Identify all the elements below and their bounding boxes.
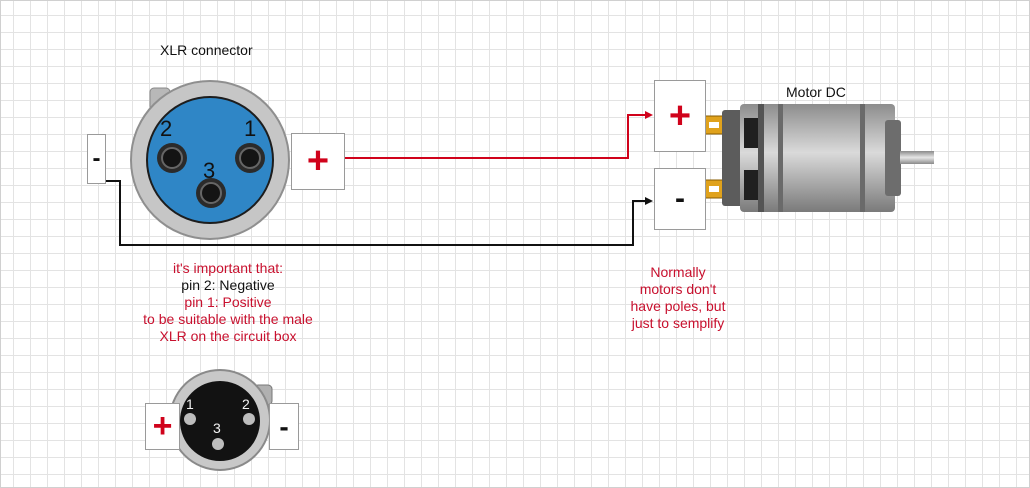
motor-note-line-3: have poles, but: [630, 298, 726, 314]
male-pin-2-label: 2: [242, 396, 250, 412]
pin-note-line-2: pin 2: Negative: [181, 277, 275, 293]
motor-note-line-1: Normally: [650, 264, 706, 280]
female-pin-3-label: 3: [203, 158, 216, 183]
negative-wire: [104, 180, 653, 246]
pin-note: it's important that: pin 2: Negative pin…: [118, 260, 338, 345]
male-xlr-connector: [169, 369, 273, 471]
male-pin-3-label: 3: [213, 420, 221, 436]
dc-motor: [704, 104, 934, 212]
motor-note: Normally motors don't have poles, but ju…: [608, 264, 748, 332]
pin-note-line-5: XLR on the circuit box: [159, 328, 297, 344]
motor-note-line-4: just to semplify: [631, 315, 725, 331]
pin-note-line-3: pin 1: Positive: [184, 294, 272, 310]
positive-wire: [344, 111, 653, 159]
male-pin-1-label: 1: [186, 396, 194, 412]
pin-note-line-1: it's important that:: [172, 260, 284, 276]
female-pin-1-label: 1: [244, 116, 257, 141]
male-plus-box: +: [145, 403, 180, 450]
motor-minus-box: -: [654, 168, 706, 230]
female-xlr-connector: [130, 80, 290, 240]
motor-plus-box: +: [654, 80, 706, 152]
motor-title: Motor DC: [786, 84, 846, 100]
xlr-connector-title: XLR connector: [160, 42, 253, 58]
motor-note-line-2: motors don't: [639, 281, 717, 297]
female-plus-box: +: [291, 133, 345, 190]
female-pin-2-label: 2: [160, 116, 173, 141]
male-minus-box: -: [269, 403, 299, 450]
pin-note-line-4: to be suitable with the male: [143, 311, 313, 327]
female-minus-box: -: [87, 134, 106, 184]
